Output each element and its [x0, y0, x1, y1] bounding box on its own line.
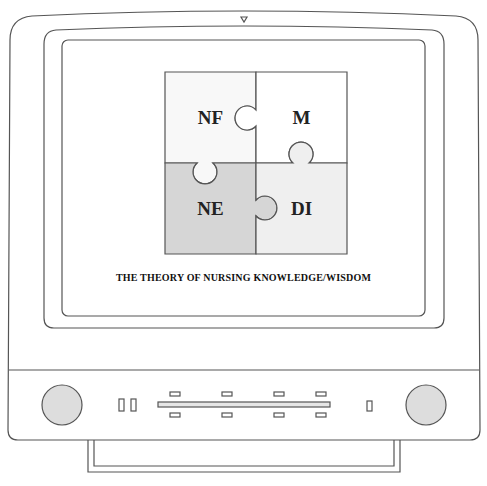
piece-outline [165, 72, 347, 254]
puzzle-group: NF M NE DI [165, 72, 347, 254]
diagram-title: THE THEORY OF NURSING KNOWLEDGE/WISDOM [62, 272, 425, 283]
piece-label: M [293, 107, 311, 129]
piece-label: NE [197, 198, 223, 220]
puzzle-piece: DI [256, 163, 347, 254]
puzzle-piece: NE [165, 163, 256, 254]
piece-label: DI [291, 198, 312, 220]
piece-label: NF [198, 107, 223, 129]
